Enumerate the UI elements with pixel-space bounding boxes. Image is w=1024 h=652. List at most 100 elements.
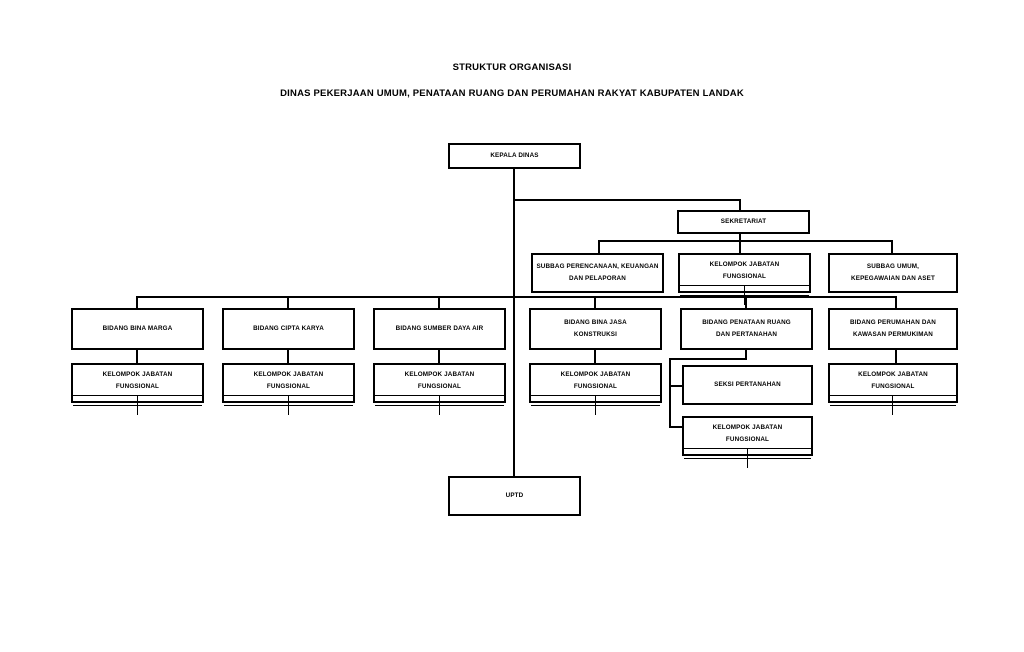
kjf-pertanahan-cell-1-2 (748, 449, 812, 458)
node-bidang-penataan-ruang-label: BIDANG PENATAAN RUANG DAN PERTANAHAN (682, 310, 811, 348)
node-bidang-penataan-ruang[interactable]: BIDANG PENATAAN RUANG DAN PERTANAHAN (680, 308, 813, 350)
node-bidang-bina-jasa-konstruksi-text: BIDANG BINA JASA KONSTRUKSI (564, 317, 627, 340)
connector-drop-subbag-perencanaan (598, 240, 600, 253)
kjf-perumahan-row-2 (830, 405, 956, 416)
kjf-bina-jasa-cell-2-1 (531, 406, 596, 416)
connector-stub-kjf-pertanahan (669, 426, 683, 428)
node-kjf-bina-jasa-line-2: FUNGSIONAL (573, 382, 618, 390)
node-subbag-perencanaan[interactable]: SUBBAG PERENCANAAN, KEUANGAN DAN PELAPOR… (531, 253, 664, 293)
node-kjf-pertanahan-line-1: KELOMPOK JABATAN (712, 424, 783, 431)
node-sekretariat-text: SEKRETARIAT (720, 218, 767, 226)
node-kjf-sekretariat-line-1: KELOMPOK JABATAN (709, 261, 780, 268)
chart-title-line-2: DINAS PEKERJAAN UMUM, PENATAAN RUANG DAN… (280, 88, 744, 99)
node-kjf-sumber-daya-air-line-2: FUNGSIONAL (417, 382, 462, 390)
kjf-perumahan-cell-2-1 (830, 406, 893, 416)
node-bidang-cipta-karya-text: BIDANG CIPTA KARYA (253, 325, 324, 333)
connector-drop-subbag-umum (891, 240, 893, 253)
node-kjf-bina-marga[interactable]: KELOMPOK JABATAN FUNGSIONAL (71, 363, 204, 416)
node-seksi-pertanahan-label: SEKSI PERTANAHAN (684, 367, 811, 403)
kjf-pertanahan-row-2 (684, 458, 811, 469)
node-kjf-pertanahan[interactable]: KELOMPOK JABATAN FUNGSIONAL (682, 416, 813, 469)
node-kjf-sekretariat-line-2: FUNGSIONAL (722, 272, 767, 280)
node-kjf-bina-marga-label: KELOMPOK JABATAN FUNGSIONAL (73, 365, 202, 395)
node-kjf-bina-jasa-line-1: KELOMPOK JABATAN (560, 371, 631, 378)
kjf-sekretariat-cell-1-1 (680, 286, 745, 296)
node-kjf-sekretariat[interactable]: KELOMPOK JABATAN FUNGSIONAL (678, 253, 811, 306)
node-bidang-perumahan-line-2: KAWASAN PERMUKIMAN (852, 331, 933, 338)
node-sekretariat-label: SEKRETARIAT (679, 212, 808, 232)
connector-drop-bidang-bina-marga (136, 296, 138, 309)
kjf-bina-jasa-cell-2-2 (596, 406, 661, 415)
node-kjf-bina-jasa-label: KELOMPOK JABATAN FUNGSIONAL (531, 365, 660, 395)
node-bidang-bina-jasa-konstruksi[interactable]: BIDANG BINA JASA KONSTRUKSI (529, 308, 662, 350)
node-kjf-bina-jasa-text: KELOMPOK JABATAN FUNGSIONAL (561, 369, 631, 392)
kjf-sekretariat-row-1 (680, 285, 809, 296)
node-kjf-sumber-daya-air-line-1: KELOMPOK JABATAN (404, 371, 475, 378)
kjf-sekretariat-cell-2-2 (745, 296, 810, 305)
connector-drop-bidang-penataan-ruang (745, 296, 747, 309)
node-bidang-sumber-daya-air-label: BIDANG SUMBER DAYA AIR (375, 310, 504, 348)
connector-sekretariat-drop (739, 199, 741, 210)
kjf-bina-marga-row-2 (73, 405, 202, 416)
node-subbag-perencanaan-line-1: SUBBAG PERENCANAAN, KEUANGAN (536, 263, 659, 271)
node-bidang-perumahan[interactable]: BIDANG PERUMAHAN DAN KAWASAN PERMUKIMAN (828, 308, 958, 350)
node-kjf-cipta-karya[interactable]: KELOMPOK JABATAN FUNGSIONAL (222, 363, 355, 416)
connector-penataan-ruang-stem (745, 350, 747, 360)
node-bidang-bina-marga[interactable]: BIDANG BINA MARGA (71, 308, 204, 350)
node-kjf-sekretariat-text: KELOMPOK JABATAN FUNGSIONAL (710, 259, 780, 282)
kjf-pertanahan-row-1 (684, 448, 812, 459)
node-uptd[interactable]: UPTD (448, 476, 581, 516)
node-bidang-bina-marga-label: BIDANG BINA MARGA (73, 310, 202, 348)
node-kjf-cipta-karya-label: KELOMPOK JABATAN FUNGSIONAL (224, 365, 353, 395)
node-kjf-bina-jasa[interactable]: KELOMPOK JABATAN FUNGSIONAL (529, 363, 662, 416)
node-kjf-pertanahan-text: KELOMPOK JABATAN FUNGSIONAL (713, 422, 783, 445)
node-bidang-perumahan-line-1: BIDANG PERUMAHAN DAN (850, 319, 936, 327)
connector-sumber-daya-air-to-kjf (438, 350, 440, 363)
node-kjf-perumahan-text: KELOMPOK JABATAN FUNGSIONAL (858, 369, 928, 392)
kjf-cipta-karya-cell-2-1 (224, 406, 289, 416)
node-bidang-penataan-ruang-line-2: DAN PERTANAHAN (715, 331, 778, 338)
kjf-bina-jasa-cell-1-2 (596, 396, 661, 405)
node-bidang-bina-jasa-konstruksi-label: BIDANG BINA JASA KONSTRUKSI (531, 310, 660, 348)
chart-title-line-1: STRUKTUR ORGANISASI (452, 62, 572, 73)
node-kjf-sumber-daya-air[interactable]: KELOMPOK JABATAN FUNGSIONAL (373, 363, 506, 416)
node-subbag-umum-line-2: KEPEGAWAIAN DAN ASET (851, 275, 935, 282)
node-seksi-pertanahan[interactable]: SEKSI PERTANAHAN (682, 365, 813, 405)
node-bidang-sumber-daya-air[interactable]: BIDANG SUMBER DAYA AIR (373, 308, 506, 350)
node-kjf-perumahan-label: KELOMPOK JABATAN FUNGSIONAL (830, 365, 956, 395)
connector-perumahan-to-kjf (895, 350, 897, 363)
kjf-pertanahan-cell-2-1 (684, 459, 748, 469)
node-sekretariat[interactable]: SEKRETARIAT (677, 210, 810, 234)
node-uptd-label: UPTD (450, 478, 579, 514)
kjf-perumahan-cell-1-1 (830, 396, 893, 406)
node-subbag-umum[interactable]: SUBBAG UMUM, KEPEGAWAIAN DAN ASET (828, 253, 958, 293)
kjf-sumber-daya-air-cell-2-2 (440, 406, 505, 415)
node-bidang-bina-marga-text: BIDANG BINA MARGA (102, 325, 173, 333)
kjf-perumahan-cell-2-2 (893, 406, 956, 415)
kjf-pertanahan-cell-1-1 (684, 449, 748, 459)
kjf-cipta-karya-row-1 (224, 395, 353, 406)
node-kjf-perumahan-line-2: FUNGSIONAL (871, 382, 915, 390)
kjf-sumber-daya-air-row-2 (375, 405, 505, 416)
connector-trunk-main (513, 168, 515, 476)
connector-penataan-ruang-elbow-v (669, 358, 671, 428)
connector-penataan-ruang-elbow-h (669, 358, 747, 360)
node-bidang-perumahan-text: BIDANG PERUMAHAN DAN KAWASAN PERMUKIMAN (850, 317, 936, 340)
connector-sekretariat-stem (739, 233, 741, 242)
node-kepala-dinas[interactable]: KEPALA DINAS (448, 143, 581, 169)
kjf-sumber-daya-air-cell-2-1 (375, 406, 440, 416)
node-kjf-sumber-daya-air-text: KELOMPOK JABATAN FUNGSIONAL (405, 369, 475, 392)
kjf-bina-jasa-row-2 (531, 405, 661, 416)
node-bidang-cipta-karya[interactable]: BIDANG CIPTA KARYA (222, 308, 355, 350)
node-kjf-perumahan[interactable]: KELOMPOK JABATAN FUNGSIONAL (828, 363, 958, 416)
node-bidang-sumber-daya-air-text: BIDANG SUMBER DAYA AIR (395, 325, 484, 333)
node-kjf-cipta-karya-text: KELOMPOK JABATAN FUNGSIONAL (254, 369, 324, 392)
kjf-cipta-karya-row-2 (224, 405, 353, 416)
kjf-perumahan-row-1 (830, 395, 956, 406)
kjf-sumber-daya-air-row-1 (375, 395, 504, 406)
connector-sekretariat-bus (598, 240, 893, 242)
node-subbag-umum-text: SUBBAG UMUM, KEPEGAWAIAN DAN ASET (851, 261, 935, 284)
node-kjf-cipta-karya-line-2: FUNGSIONAL (266, 382, 311, 390)
kjf-sumber-daya-air-cell-1-1 (375, 396, 440, 406)
kjf-perumahan-cell-1-2 (893, 396, 956, 405)
